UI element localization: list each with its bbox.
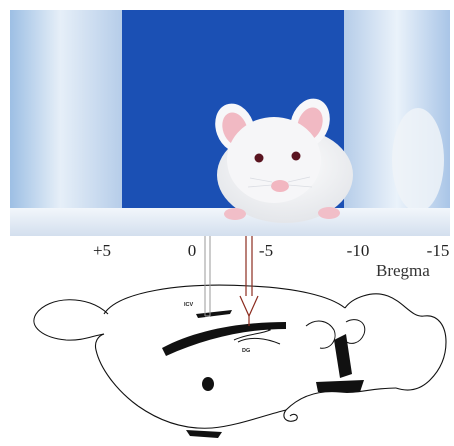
cerebellar-fold [306,321,335,348]
left-panel [10,10,122,220]
pons-black [316,380,364,392]
anterior-commissure [202,377,214,391]
thalamus-line [238,338,280,344]
optic-chiasm [186,430,222,438]
probe-arrow [240,236,258,326]
reflection-mouse-icon [392,108,444,212]
ventricle-mark [196,310,232,318]
brainstem-black [334,334,352,378]
brain-outline [34,285,446,428]
bregma-label: Bregma [376,261,430,280]
mouse-photo [10,10,450,236]
cerebellar-fold [344,320,365,344]
tick-label: +5 [93,241,111,260]
region-label-dg: DG [242,348,250,354]
region-label-icv: ICV [184,302,194,308]
brain-diagram: +5 0 -5 -10 -15 Bregma [0,230,454,446]
corpus-callosum [162,322,286,356]
bregma-axis: +5 0 -5 -10 -15 Bregma [93,241,449,280]
tick-label: -15 [427,241,450,260]
tick-label: -10 [347,241,370,260]
tick-label: 0 [188,241,197,260]
internal-structures [162,310,365,438]
tick-label: -5 [259,241,273,260]
cannula [205,236,210,316]
